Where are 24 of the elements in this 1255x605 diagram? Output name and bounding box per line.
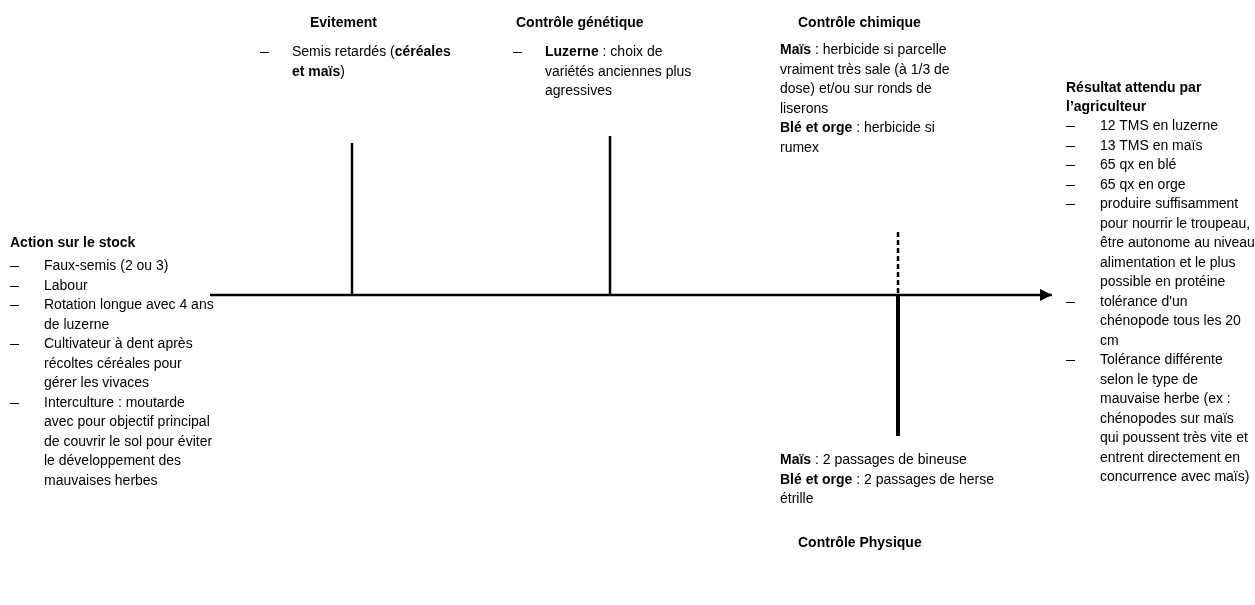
- list-item-text: 12 TMS en luzerne: [1100, 116, 1219, 135]
- description-text: Blé et orge : 2 passages de herse étrille: [780, 469, 995, 508]
- section-heading: Evitement: [310, 13, 377, 32]
- section-heading: Action sur le stock: [10, 233, 136, 252]
- list-item-text: 13 TMS en maïs: [1100, 135, 1203, 155]
- axis-arrow: [210, 288, 1052, 302]
- description-text: Blé et orge : herbicide si rumex: [780, 118, 936, 157]
- list-item-text: Faux-semis (2 ou 3): [44, 256, 169, 275]
- list-item-text: Semis retardés (céréales et maïs): [292, 42, 452, 81]
- list-item-text: Cultivateur à dent après récoltes céréales pour gérer les vivaces: [44, 334, 194, 392]
- section-heading: Contrôle génétique: [516, 13, 644, 32]
- description-text: Maïs : 2 passages de bineuse: [780, 450, 967, 469]
- list-item-text: Tolérance différente selon le type de mauvaise herbe (ex : chénopodes sur maïs qui poussent très vite et entrent directement en concurrence avec maïs): [1100, 350, 1251, 486]
- list-item-text: Interculture : moutarde avec pour objectif principal de couvrir le sol pour éviter le développement des mauvaises herbes: [44, 392, 214, 490]
- list-item-text: Labour: [44, 275, 88, 295]
- list-item-text: tolérance d'un chénopode tous les 20 cm: [1100, 291, 1242, 350]
- section-heading: Contrôle chimique: [798, 13, 921, 32]
- list-item-text: Luzerne : choix de variétés anciennes plus agressives: [545, 42, 693, 100]
- list-item-text: Rotation longue avec 4 ans de luzerne: [44, 295, 215, 334]
- section-heading: Résultat attendu par l’agriculteur: [1066, 78, 1203, 116]
- section-heading: Contrôle Physique: [798, 532, 922, 552]
- list-item-text: 65 qx en orge: [1100, 174, 1186, 194]
- list-item-text: 65 qx en blé: [1100, 155, 1177, 174]
- description-text: Maïs : herbicide si parcelle vraiment très sale (à 1/3 de dose) et/ou sur ronds de liserons: [780, 40, 951, 118]
